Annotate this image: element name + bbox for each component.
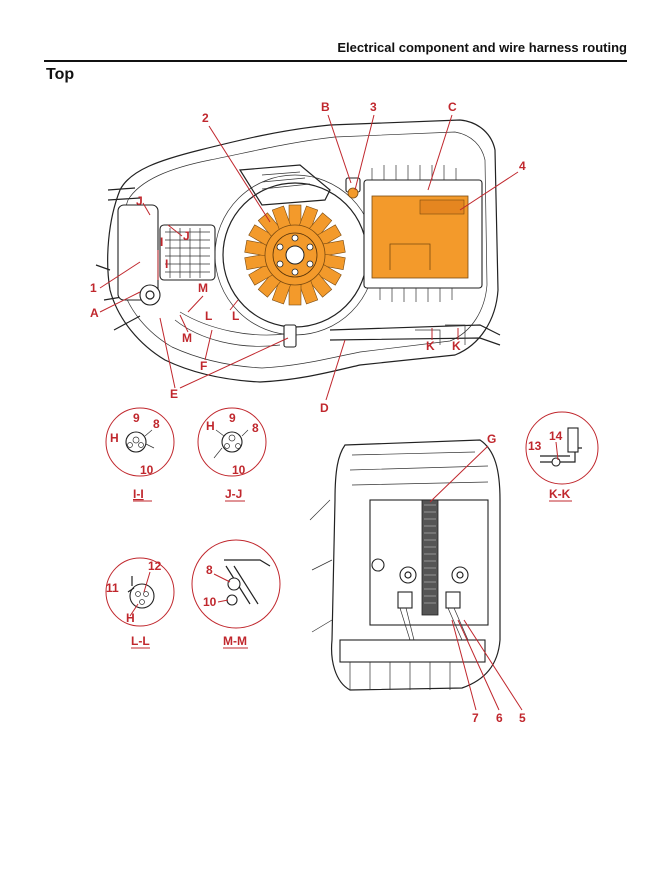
detail-J-J-label-8: 8	[252, 421, 259, 435]
callout-F: F	[200, 359, 207, 373]
header-rule	[44, 60, 627, 62]
callout-L-1: L	[205, 309, 212, 323]
callout-K-1: K	[426, 339, 435, 353]
control-unit-highlight	[345, 165, 483, 302]
secondary-callouts: G 7 6 5	[429, 432, 526, 725]
secondary-view	[309, 439, 501, 691]
detail-L-L-label-H: H	[126, 611, 135, 625]
detail-I-I-label-9: 9	[133, 411, 140, 425]
detail-L-L-label-11: 11	[106, 581, 119, 595]
detail-L-L-caption: L-L	[131, 634, 150, 648]
callout-6: 6	[496, 711, 503, 725]
detail-I-I-label-8: 8	[153, 417, 160, 431]
callout-M-2: M	[182, 331, 192, 345]
section-title: Top	[46, 66, 75, 83]
detail-J-J-caption: J-J	[225, 487, 242, 501]
detail-I-I-caption: I-I	[133, 487, 144, 501]
callout-2: 2	[202, 111, 209, 125]
callout-B: B	[321, 100, 330, 114]
detail-L-L-label-12: 12	[148, 559, 162, 573]
detail-I-I-label-H: H	[110, 431, 119, 445]
callout-K-2: K	[452, 339, 461, 353]
detail-K-K: 14 13 K-K	[525, 411, 599, 502]
detail-K-K-label-13: 13	[528, 439, 542, 453]
detail-J-J-label-10: 10	[232, 463, 246, 477]
callout-J-2: J	[183, 229, 190, 243]
callout-L-2: L	[232, 309, 239, 323]
callout-A: A	[90, 306, 99, 320]
detail-M-M: 8 10 M-M	[191, 539, 281, 649]
detail-J-J-label-H: H	[206, 419, 215, 433]
detail-J-J: 9 8 H 10 J-J	[197, 407, 267, 502]
callout-4: 4	[519, 159, 526, 173]
detail-M-M-caption: M-M	[223, 634, 247, 648]
callout-I-2: I	[165, 257, 168, 271]
detail-K-K-caption: K-K	[549, 487, 571, 501]
main-callouts: 2 B 3 C 4 J J I I 1 A M M L L F E D K K	[90, 100, 526, 415]
detail-I-I-label-10: 10	[140, 463, 154, 477]
callout-1: 1	[90, 281, 97, 295]
stator-highlight	[244, 204, 346, 306]
detail-I-I: 9 8 H 10 I-I	[105, 407, 175, 502]
callout-E: E	[170, 387, 178, 401]
detail-J-J-label-9: 9	[229, 411, 236, 425]
callout-5: 5	[519, 711, 526, 725]
callout-J-1: J	[136, 194, 143, 208]
callout-I-1: I	[160, 235, 163, 249]
page-header-title: Electrical component and wire harness ro…	[337, 40, 627, 55]
callout-3: 3	[370, 100, 377, 114]
callout-D: D	[320, 401, 329, 415]
detail-K-K-label-14: 14	[549, 429, 563, 443]
callout-7: 7	[472, 711, 479, 725]
callout-G: G	[487, 432, 496, 446]
callout-M-1: M	[198, 281, 208, 295]
lower-harness	[174, 311, 501, 348]
detail-L-L: 12 11 H L-L	[105, 557, 175, 649]
callout-C: C	[448, 100, 457, 114]
detail-M-M-label-10: 10	[203, 595, 217, 609]
detail-M-M-label-8: 8	[206, 563, 213, 577]
